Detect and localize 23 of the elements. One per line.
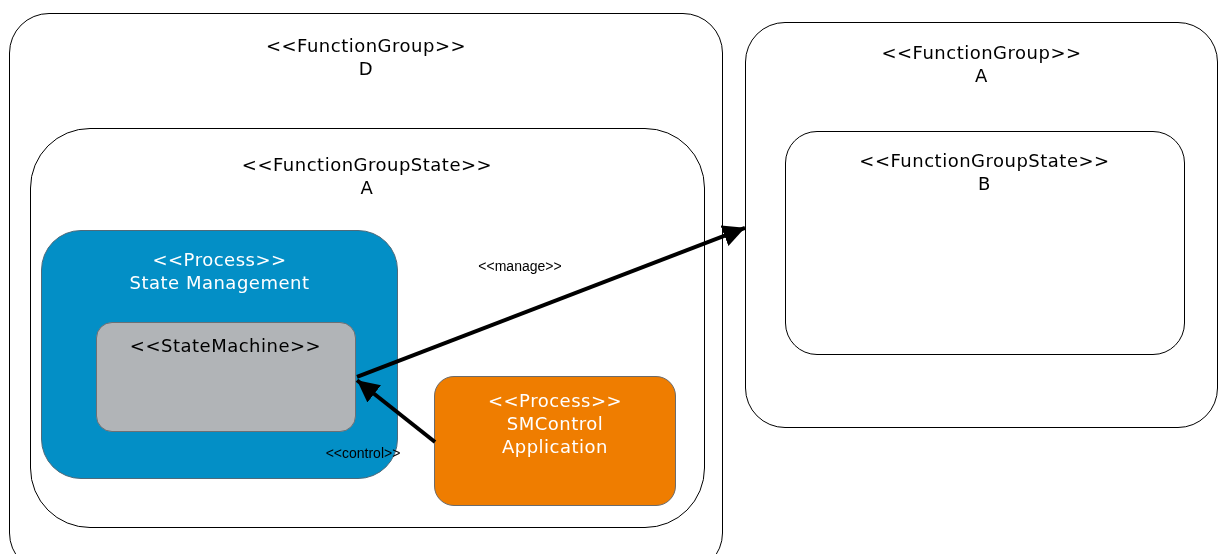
process-box (41, 230, 398, 479)
name-label: A (975, 64, 988, 87)
process-box (434, 376, 676, 506)
name-label: State Management (129, 271, 310, 294)
name-label: B (978, 171, 991, 195)
function-group-state-box (29, 127, 705, 528)
stereotype-label: <<FunctionGroup>> (265, 34, 467, 57)
function-group-state-box (784, 130, 1185, 355)
stereotype-label: <<Process>> (487, 389, 623, 412)
arrow (355, 378, 437, 444)
name-label: SMControl Application (500, 412, 610, 458)
state-machine-box (95, 321, 356, 432)
stereotype-label: <<FunctionGroup>> (881, 41, 1082, 64)
stereotype-label: <<FunctionGroupState>> (241, 152, 493, 176)
stereotype-label: <<Process>> (152, 248, 287, 271)
name-label: A (360, 175, 374, 199)
arrow (356, 225, 746, 379)
edge-label: <<manage>> (478, 258, 562, 274)
stereotype-label: <<FunctionGroupState>> (859, 148, 1110, 172)
stereotype-label: <<StateMachine>> (129, 333, 322, 357)
function-group-box (9, 13, 723, 554)
name-label: D (358, 57, 374, 80)
function-group-box (745, 22, 1218, 428)
